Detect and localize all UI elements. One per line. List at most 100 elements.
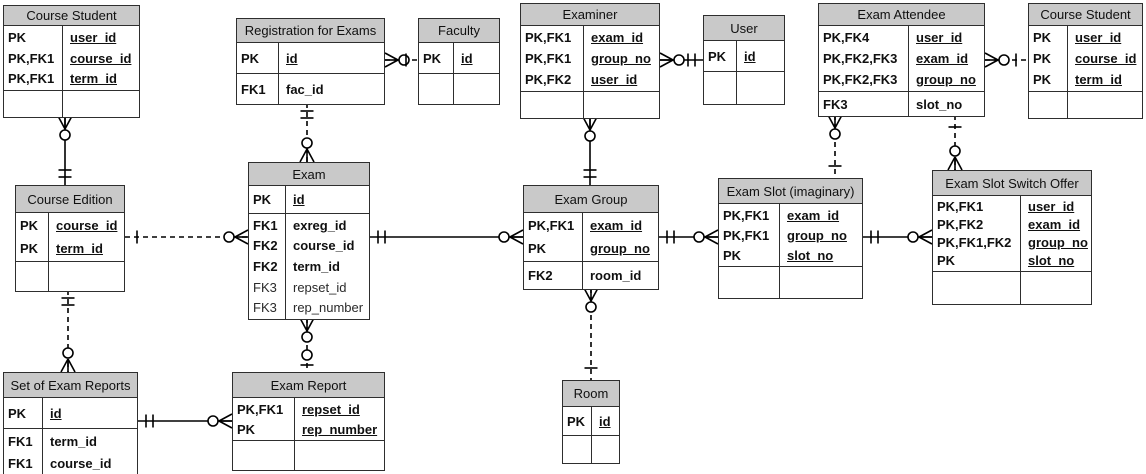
field-name bbox=[70, 92, 139, 116]
relationship-examiner-user bbox=[659, 52, 703, 68]
field-name bbox=[744, 73, 784, 103]
relationship-exam_group-exam_slot bbox=[659, 229, 719, 245]
key-label bbox=[20, 263, 48, 290]
key-label: PK,FK1 bbox=[8, 71, 55, 87]
field-name: slot_no bbox=[1028, 253, 1075, 269]
key-label: PK bbox=[1033, 72, 1052, 87]
field-name bbox=[461, 75, 499, 103]
field-name: term_id bbox=[56, 241, 103, 256]
key-label: FK1 bbox=[241, 81, 266, 97]
key-label: PK bbox=[20, 241, 39, 256]
field-name: exam_id bbox=[1028, 216, 1081, 232]
key-label: PK bbox=[8, 29, 27, 45]
field-name bbox=[1028, 273, 1091, 303]
relationship-set_of_exam_reports-exam_report bbox=[138, 413, 233, 429]
field-name: course_id bbox=[56, 218, 118, 233]
key-label bbox=[708, 73, 736, 103]
key-label: PK bbox=[937, 253, 956, 269]
field-name: slot_no bbox=[787, 247, 834, 263]
field-name: slot_no bbox=[916, 96, 963, 112]
field-name: user_id bbox=[1028, 198, 1075, 214]
key-label: PK,FK4 bbox=[823, 30, 870, 45]
key-label: FK3 bbox=[253, 300, 277, 316]
field-name: exam_id bbox=[787, 207, 840, 223]
key-label bbox=[723, 268, 779, 297]
field-name: exam_id bbox=[916, 51, 969, 66]
key-label: PK bbox=[1033, 30, 1052, 45]
entity-title: Exam Attendee bbox=[819, 4, 984, 26]
key-label bbox=[937, 273, 1020, 303]
field-name: term_id bbox=[1075, 72, 1122, 87]
key-label bbox=[567, 437, 591, 462]
key-label: PK bbox=[708, 48, 727, 64]
relationship-exam_attendee-exam_slot bbox=[827, 114, 843, 178]
field-name: term_id bbox=[50, 433, 97, 449]
key-label: PK bbox=[237, 421, 256, 437]
entity-title: Exam Slot (imaginary) bbox=[719, 179, 862, 204]
key-label: FK3 bbox=[253, 279, 277, 295]
key-label: PK bbox=[423, 50, 442, 66]
entity-title: Examiner bbox=[521, 4, 659, 26]
field-name: fac_id bbox=[286, 81, 324, 97]
key-label bbox=[237, 442, 294, 469]
key-label: PK bbox=[241, 50, 260, 66]
key-label: PK,FK1,FK2 bbox=[937, 235, 1012, 251]
field-name: group_no bbox=[591, 51, 651, 66]
relationship-exam_slot-exam_slot_switch_offer bbox=[863, 229, 933, 245]
entity-title: Exam Group bbox=[524, 186, 658, 213]
entity-title: Exam Report bbox=[233, 373, 384, 398]
field-name: exreg_id bbox=[293, 217, 347, 233]
key-label: PK,FK1 bbox=[937, 198, 984, 214]
field-name: id bbox=[461, 50, 473, 66]
key-label: PK bbox=[1033, 51, 1052, 66]
relationship-exam-exam_group bbox=[370, 229, 524, 245]
field-name bbox=[787, 268, 862, 297]
key-label bbox=[525, 93, 583, 117]
key-label: PK,FK2,FK3 bbox=[823, 51, 898, 66]
key-label: FK2 bbox=[528, 268, 553, 283]
field-name: course_id bbox=[70, 50, 132, 66]
relationship-examiner-exam_group bbox=[582, 116, 598, 185]
field-name: repset_id bbox=[293, 279, 347, 295]
field-name: group_no bbox=[916, 72, 976, 87]
field-name: user_id bbox=[70, 29, 117, 45]
entity-title: Exam Slot Switch Offer bbox=[933, 171, 1091, 196]
entity-title: Registration for Exams bbox=[237, 19, 384, 43]
field-name: id bbox=[293, 192, 305, 207]
relationship-course_student_tl-course_edition bbox=[57, 115, 73, 185]
relationship-exam-exam_report bbox=[299, 317, 315, 372]
relationship-registration_for_exams-faculty bbox=[384, 52, 418, 68]
key-label: PK,FK2,FK3 bbox=[823, 72, 898, 87]
field-name: id bbox=[50, 405, 62, 421]
field-name: user_id bbox=[1075, 30, 1122, 45]
key-label: PK,FK2 bbox=[937, 216, 984, 232]
field-name: rep_number bbox=[302, 421, 378, 437]
key-label: PK,FK1 bbox=[525, 30, 572, 45]
key-label: PK bbox=[723, 247, 742, 263]
entity-title: Exam bbox=[249, 163, 369, 186]
key-label: PK bbox=[8, 405, 27, 421]
field-name: repset_id bbox=[302, 401, 360, 417]
key-label bbox=[423, 75, 453, 103]
entity-title: Course Student bbox=[1029, 4, 1142, 26]
field-name: group_no bbox=[590, 241, 650, 256]
key-label: PK,FK2 bbox=[525, 72, 572, 87]
entity-title: User bbox=[704, 16, 784, 41]
key-label: PK,FK1 bbox=[528, 218, 575, 233]
